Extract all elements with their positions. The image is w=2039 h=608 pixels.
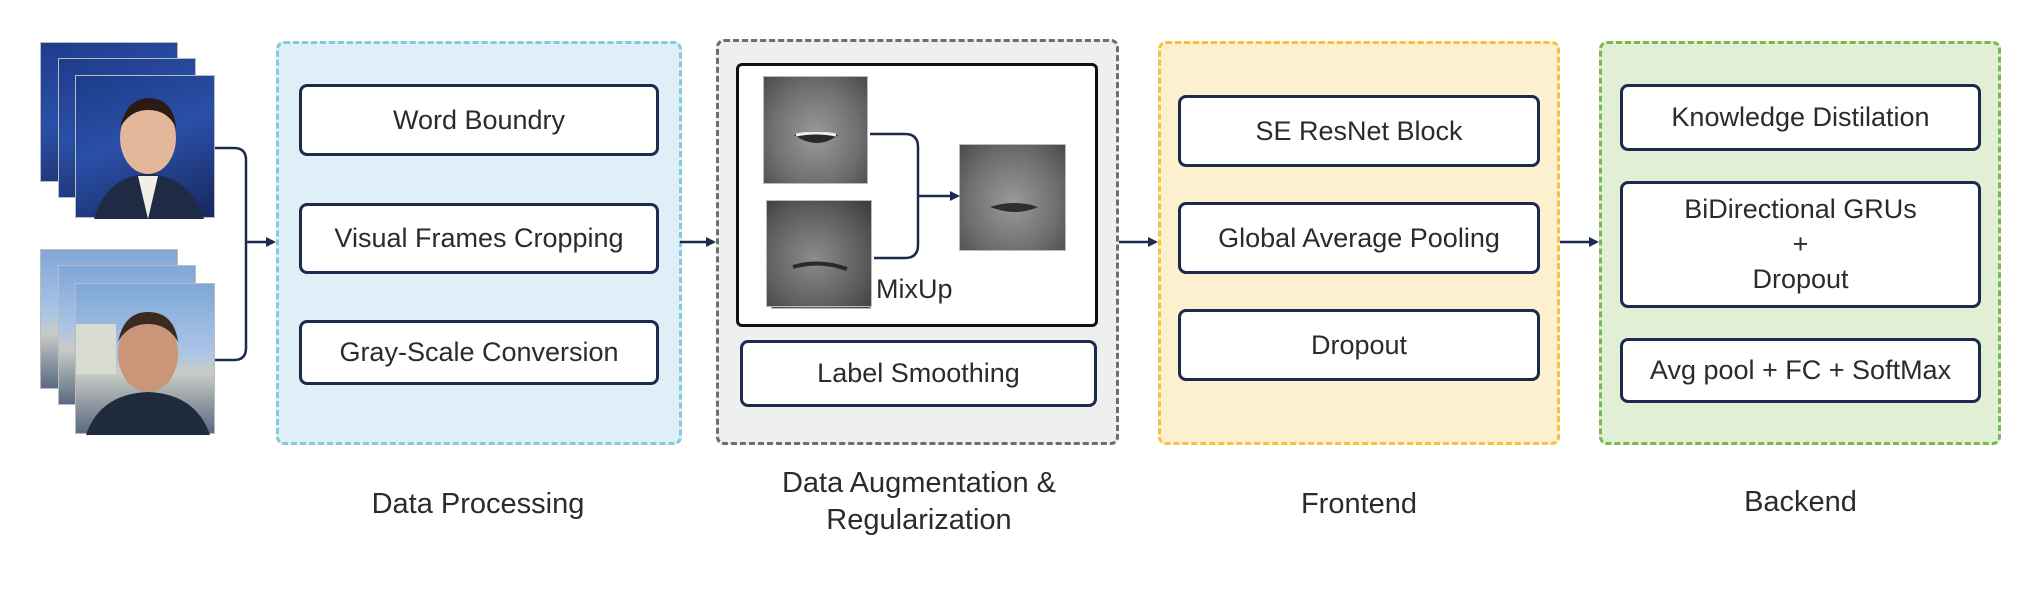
step-global-average-pooling: Global Average Pooling bbox=[1178, 202, 1540, 274]
caption-frontend: Frontend bbox=[1300, 488, 1418, 520]
step-avgpool-fc-softmax: Avg pool + FC + SoftMax bbox=[1620, 338, 1981, 403]
step-label: Dropout bbox=[1310, 329, 1408, 360]
lip-image-a bbox=[763, 76, 868, 184]
face-image-anchor bbox=[75, 75, 215, 219]
step-label: Visual Frames Cropping bbox=[334, 223, 624, 253]
caption-augmentation-line2: Regularization bbox=[826, 504, 1012, 536]
mixup-connector-b bbox=[874, 196, 920, 260]
caption-augmentation-line1: Data Augmentation & bbox=[781, 467, 1057, 499]
face-silhouette-icon bbox=[76, 312, 210, 435]
step-label: Avg pool + FC + SoftMax bbox=[1649, 355, 1952, 385]
step-label: SE ResNet Block bbox=[1255, 115, 1463, 146]
step-dropout: Dropout bbox=[1178, 309, 1540, 381]
step-label: Global Average Pooling bbox=[1218, 222, 1500, 253]
step-label: Dropout bbox=[1752, 264, 1849, 294]
connector-face1 bbox=[215, 146, 248, 242]
caption-data-processing: Data Processing bbox=[371, 488, 585, 520]
step-label: Word Boundry bbox=[392, 104, 566, 135]
step-label: Gray-Scale Conversion bbox=[339, 337, 619, 367]
mixup-label: MixUp bbox=[876, 274, 953, 304]
mouth-icon bbox=[990, 203, 1038, 212]
mixup-connector-a bbox=[870, 132, 920, 196]
face-image-anchor bbox=[75, 283, 215, 435]
step-gray-scale-conversion: Gray-Scale Conversion bbox=[299, 320, 659, 385]
face-silhouette-icon bbox=[94, 98, 204, 219]
step-visual-frames-cropping: Visual Frames Cropping bbox=[299, 203, 659, 274]
step-label: BiDirectional GRUs bbox=[1684, 194, 1917, 224]
step-knowledge-distillation: Knowledge Distilation bbox=[1620, 84, 1981, 151]
step-label-plus: + bbox=[1792, 229, 1809, 259]
step-se-resnet-block: SE ResNet Block bbox=[1178, 95, 1540, 167]
caption-backend: Backend bbox=[1744, 486, 1857, 518]
step-label: Label Smoothing bbox=[817, 358, 1020, 388]
step-bidirectional-grus-dropout: BiDirectional GRUs + Dropout bbox=[1620, 181, 1981, 308]
step-word-boundary: Word Boundry bbox=[299, 84, 659, 156]
mouth-icon bbox=[794, 131, 838, 143]
step-label-smoothing: Label Smoothing bbox=[740, 340, 1097, 407]
connector-face2 bbox=[215, 242, 248, 362]
lip-image-b bbox=[766, 200, 872, 307]
mouth-icon bbox=[792, 261, 848, 271]
step-label: Knowledge Distilation bbox=[1671, 102, 1930, 132]
lip-image-mixed bbox=[959, 144, 1066, 251]
